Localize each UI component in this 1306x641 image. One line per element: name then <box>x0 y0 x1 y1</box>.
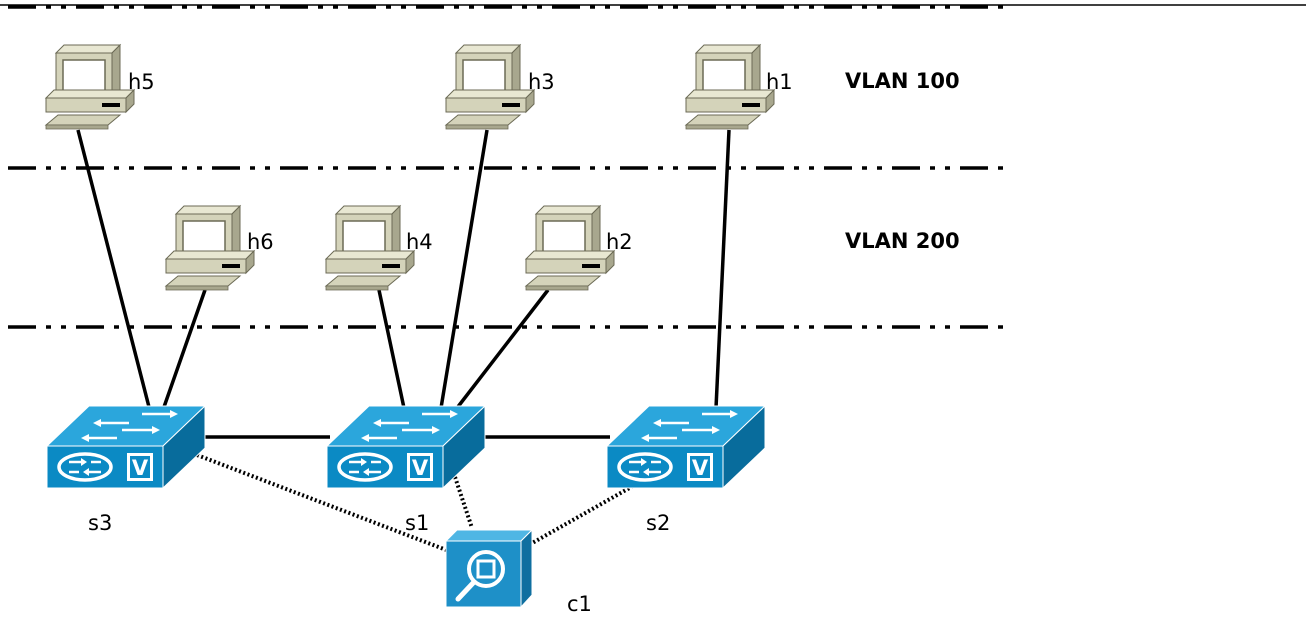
controller-c1[interactable]: c1 <box>446 530 592 616</box>
computer-icon <box>325 205 415 291</box>
switch-icon <box>605 404 767 490</box>
host-h1[interactable]: h1 <box>685 44 793 130</box>
vlan-200-label: VLAN 200 <box>845 229 960 253</box>
switch-s2[interactable]: s2 <box>605 404 767 535</box>
host-h4[interactable]: h4 <box>325 205 433 291</box>
host-h6[interactable]: h6 <box>165 205 274 291</box>
switch-s3[interactable]: s3 <box>45 404 207 535</box>
link-h2-s1 <box>455 288 550 410</box>
host-h3[interactable]: h3 <box>445 44 555 130</box>
link-h4-s1 <box>377 289 406 409</box>
computer-icon <box>525 205 615 291</box>
host-label: h2 <box>606 230 633 254</box>
computer-icon <box>165 205 255 291</box>
link-s2-c1 <box>526 484 634 548</box>
vlan-100-label: VLAN 100 <box>845 69 960 93</box>
link-h6-s3 <box>162 289 207 408</box>
host-label: h6 <box>247 230 274 254</box>
link-h1-s2 <box>714 129 731 409</box>
switch-icon <box>325 404 487 490</box>
switch-label: s2 <box>646 511 670 535</box>
host-label: h3 <box>528 70 555 94</box>
link-s1-c1 <box>453 476 474 529</box>
host-links <box>76 129 731 410</box>
host-label: h1 <box>766 70 793 94</box>
link-h5-s3 <box>76 129 151 408</box>
host-h5[interactable]: h5 <box>45 44 155 130</box>
host-label: h4 <box>406 230 433 254</box>
computer-icon <box>685 44 775 130</box>
controller-label: c1 <box>567 592 592 616</box>
link-h3-s1 <box>439 129 489 409</box>
switch-label: s1 <box>405 511 429 535</box>
host-h2[interactable]: h2 <box>525 205 633 291</box>
controller-icon <box>446 530 532 607</box>
computer-icon <box>45 44 135 130</box>
host-label: h5 <box>128 70 155 94</box>
switch-icon <box>45 404 207 490</box>
switch-label: s3 <box>88 511 112 535</box>
switch-s1[interactable]: s1 <box>325 404 487 535</box>
computer-icon <box>445 44 535 130</box>
